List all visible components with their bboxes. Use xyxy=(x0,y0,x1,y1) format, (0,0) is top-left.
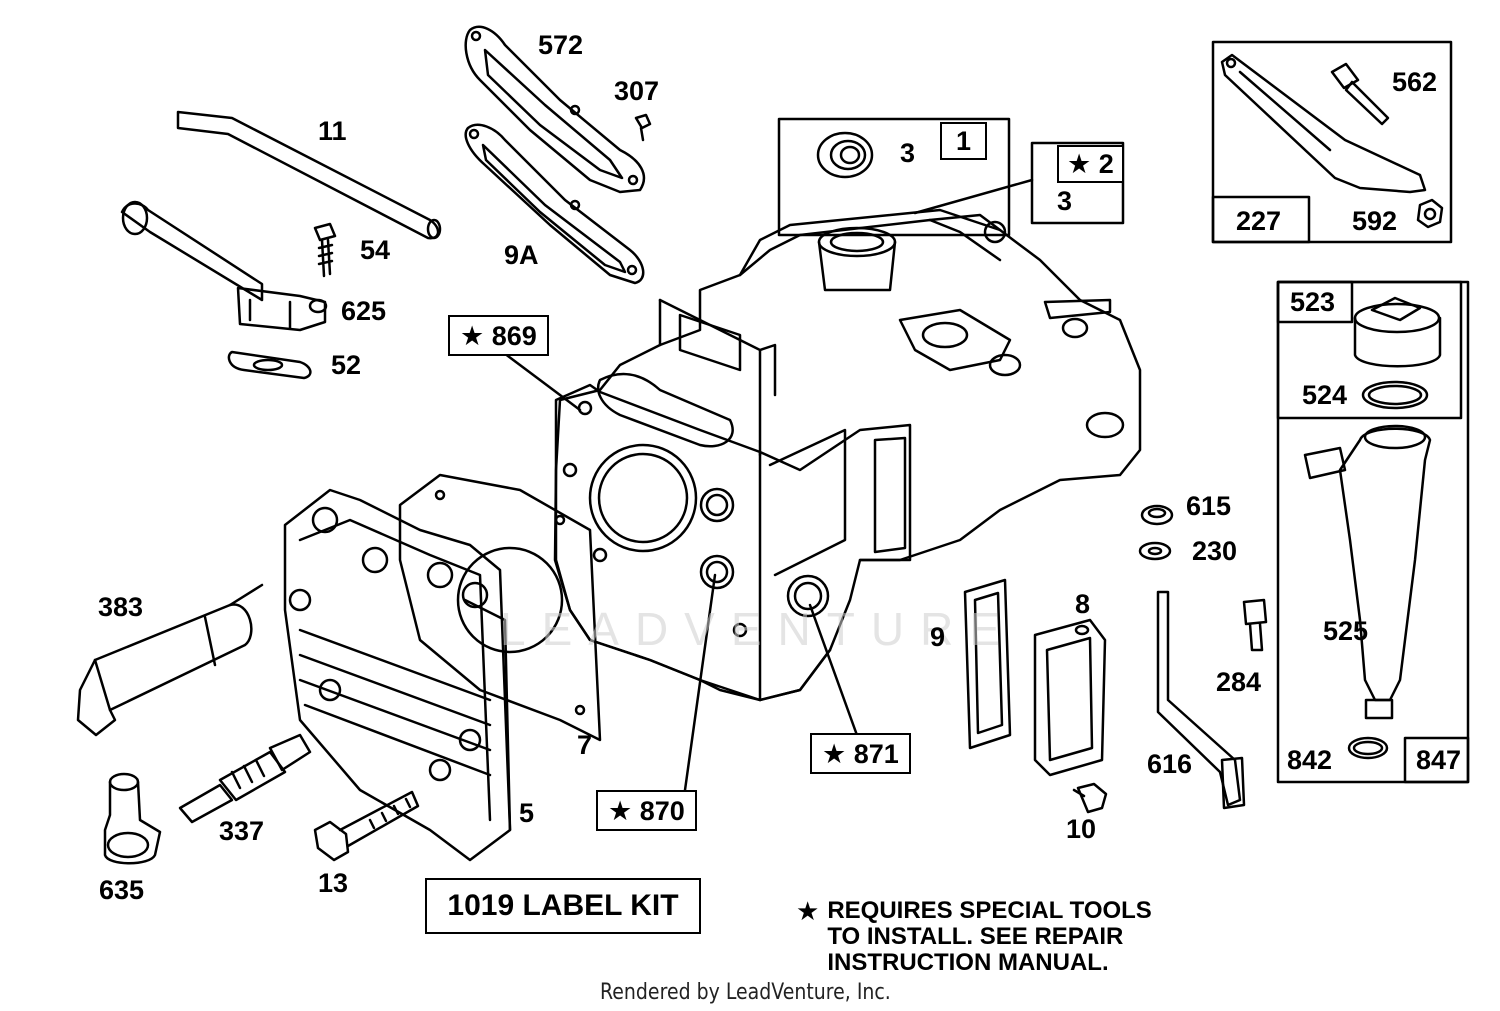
governor-shaft-616 xyxy=(1156,590,1246,810)
leader-line-869 xyxy=(498,348,582,412)
kit-box-1 xyxy=(777,117,1011,237)
callout-13: 13 xyxy=(318,868,349,898)
callout-562: 562 xyxy=(1392,67,1438,97)
screw-54 xyxy=(313,222,337,278)
special-tools-note: ★ REQUIRES SPECIAL TOOLS TO INSTALL. SEE… xyxy=(796,898,1152,976)
watermark: LEADVENTURE xyxy=(500,603,1016,655)
seal-615 xyxy=(1140,504,1174,526)
cylinder-head-5 xyxy=(283,488,512,862)
screw-10 xyxy=(1072,782,1108,814)
breather-cover-8 xyxy=(1033,618,1107,777)
note-line-3: INSTRUCTION MANUAL. xyxy=(827,949,1109,976)
callout-11: 11 xyxy=(318,116,347,146)
callout-8: 8 xyxy=(1075,589,1091,619)
callout-52: 52 xyxy=(331,350,362,380)
gasket-9 xyxy=(963,578,1012,750)
star-icon: ★ xyxy=(796,896,820,926)
callout-842: 842 xyxy=(1287,745,1333,775)
callout-383: 383 xyxy=(98,592,144,622)
kit-box-2 xyxy=(1030,141,1125,225)
box-label-870: ★ 870 xyxy=(596,790,697,831)
callout-3-box2: 3 xyxy=(1057,186,1073,216)
dipstick-tube-525 xyxy=(1303,424,1432,720)
callout-525: 525 xyxy=(1323,616,1369,646)
breather-tube-11 xyxy=(176,110,442,240)
gasket-9A xyxy=(464,123,645,285)
callout-592: 592 xyxy=(1352,206,1398,236)
callout-307: 307 xyxy=(614,76,660,106)
leader-line-871 xyxy=(808,603,860,740)
spark-plug-boot-635 xyxy=(103,772,162,865)
callout-9: 9 xyxy=(930,622,946,652)
box-label-2: ★ 2 xyxy=(1057,145,1124,183)
dipstick-cap-523 xyxy=(1353,296,1442,368)
box-227-label-frame xyxy=(1211,195,1311,244)
o-ring-842 xyxy=(1347,736,1389,760)
leader-line-870 xyxy=(683,573,717,792)
callout-635: 635 xyxy=(99,875,145,905)
box-label-227: 227 xyxy=(1236,206,1282,236)
callout-54: 54 xyxy=(360,235,391,265)
callout-337: 337 xyxy=(219,816,265,846)
callout-616: 616 xyxy=(1147,749,1193,779)
nut-592 xyxy=(1416,198,1444,229)
credit-line: Rendered by LeadVenture, Inc. xyxy=(600,980,891,1005)
washer-230 xyxy=(1138,541,1172,561)
callout-9A: 9A xyxy=(504,240,539,270)
box-label-847: 847 xyxy=(1416,745,1462,775)
box-label-871: ★ 871 xyxy=(810,733,911,774)
leader-line-2 xyxy=(913,178,1034,215)
spark-plug-337 xyxy=(178,733,312,824)
note-line-2: TO INSTALL. SEE REPAIR xyxy=(827,923,1124,950)
bolt-562 xyxy=(1330,62,1390,126)
box-label-869: ★ 869 xyxy=(448,315,549,356)
oil-seal-3 xyxy=(816,131,874,179)
callout-615: 615 xyxy=(1186,491,1232,521)
box-847-label-frame xyxy=(1403,736,1470,784)
callout-625: 625 xyxy=(341,296,387,326)
screw-307 xyxy=(634,113,652,142)
valve-cover-gasket-572 xyxy=(464,25,646,194)
governor-lever-227 xyxy=(1220,53,1427,194)
callout-572: 572 xyxy=(538,30,584,60)
kit-box-227 xyxy=(1211,40,1453,244)
callout-230: 230 xyxy=(1192,536,1238,566)
o-ring-524 xyxy=(1361,380,1429,410)
label-kit-box: 1019 LABEL KIT xyxy=(425,878,701,934)
callout-284: 284 xyxy=(1216,667,1262,697)
screw-284 xyxy=(1242,598,1268,652)
engine-block-crankcase xyxy=(553,208,1142,702)
bolt-13 xyxy=(313,790,420,862)
callout-5: 5 xyxy=(519,798,535,828)
callout-10: 10 xyxy=(1066,814,1097,844)
head-gasket-7 xyxy=(398,473,602,742)
box-label-523: 523 xyxy=(1290,287,1336,317)
box-label-1: 1 xyxy=(940,122,988,160)
breather-assembly-625 xyxy=(120,200,328,332)
gasket-52 xyxy=(227,350,312,380)
callout-7: 7 xyxy=(577,730,593,760)
box-524-frame xyxy=(1276,280,1463,420)
callout-524: 524 xyxy=(1302,380,1348,410)
callout-3-seal: 3 xyxy=(900,138,916,168)
note-line-1: REQUIRES SPECIAL TOOLS xyxy=(827,897,1152,924)
tool-383 xyxy=(76,583,264,737)
